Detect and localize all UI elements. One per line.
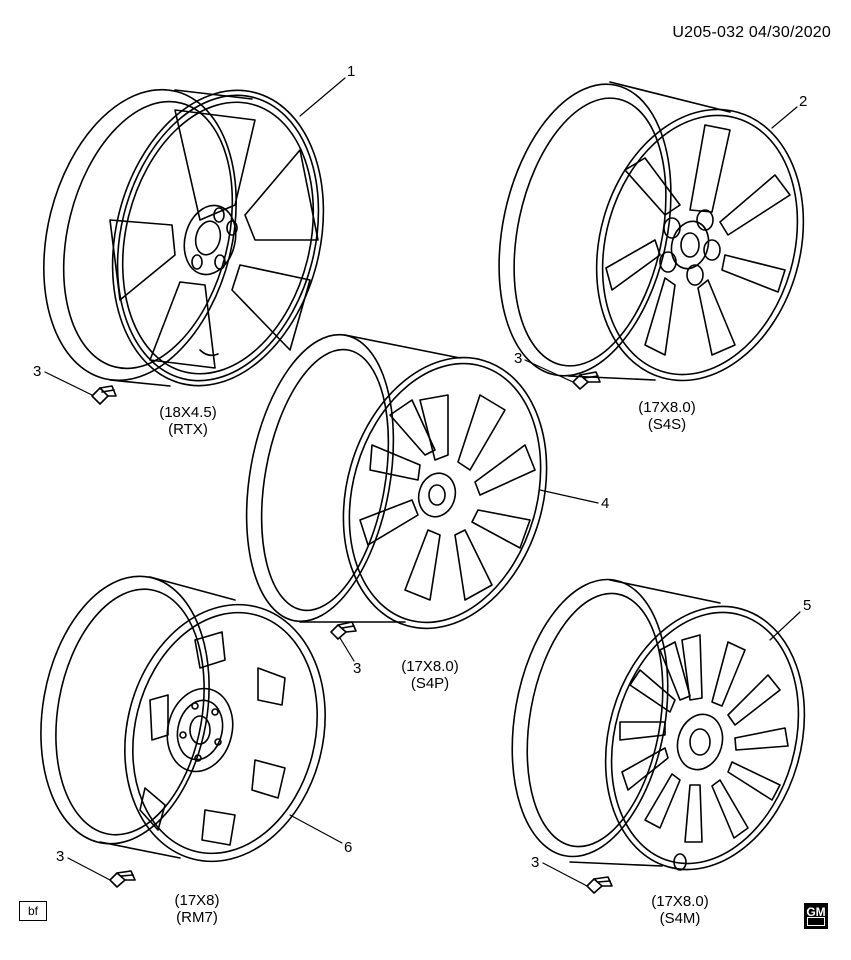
bf-tag: bf — [19, 901, 47, 921]
callout-1: 1 — [347, 63, 356, 80]
label-s4m: (17X8.0) (S4M) — [640, 893, 720, 927]
valve-stem-s4m — [586, 876, 613, 894]
valve-stem-s4s — [572, 371, 601, 390]
label-s4p-size: (17X8.0) — [401, 658, 459, 675]
label-rm7: (17X8) (RM7) — [157, 892, 237, 926]
label-rm7-size: (17X8) — [174, 892, 220, 909]
gm-logo-text: GM — [806, 905, 826, 919]
callout-3-s4p: 3 — [353, 660, 362, 677]
label-rtx-code: (RTX) — [168, 421, 208, 438]
gm-logo: GM — [804, 903, 828, 929]
label-s4p-code: (S4P) — [410, 675, 450, 692]
callout-3-s4m: 3 — [531, 854, 540, 871]
valve-stem-rtx — [91, 385, 117, 405]
callout-3-rm7: 3 — [56, 848, 65, 865]
callout-2: 2 — [799, 93, 808, 110]
label-rm7-code: (RM7) — [176, 909, 218, 926]
label-rtx-size: (18X4.5) — [159, 404, 217, 421]
valve-stem-s4p — [330, 621, 357, 640]
wheel-rtx — [43, 88, 325, 387]
label-rtx: (18X4.5) (RTX) — [148, 404, 228, 438]
callout-4: 4 — [601, 495, 610, 512]
wheel-s4m — [511, 578, 806, 871]
wheel-s4p — [245, 333, 548, 630]
label-s4m-code: (S4M) — [659, 910, 701, 927]
gm-logo-underbar — [807, 917, 825, 926]
wheel-s4s — [498, 81, 805, 382]
callout-3-s4s: 3 — [514, 350, 523, 367]
label-s4s-code: (S4S) — [647, 416, 687, 433]
callout-6: 6 — [344, 839, 353, 856]
label-s4s-size: (17X8.0) — [638, 399, 696, 416]
wheel-rm7 — [40, 575, 326, 863]
callout-5: 5 — [803, 597, 812, 614]
label-s4s: (17X8.0) (S4S) — [627, 399, 707, 433]
label-s4p: (17X8.0) (S4P) — [390, 658, 470, 692]
diagram-code-date: U205-032 04/30/2020 — [672, 24, 831, 41]
leader-lines — [44, 77, 801, 887]
label-s4m-size: (17X8.0) — [651, 893, 709, 910]
callout-3-rtx: 3 — [33, 363, 42, 380]
valve-stem-rm7 — [109, 870, 136, 888]
